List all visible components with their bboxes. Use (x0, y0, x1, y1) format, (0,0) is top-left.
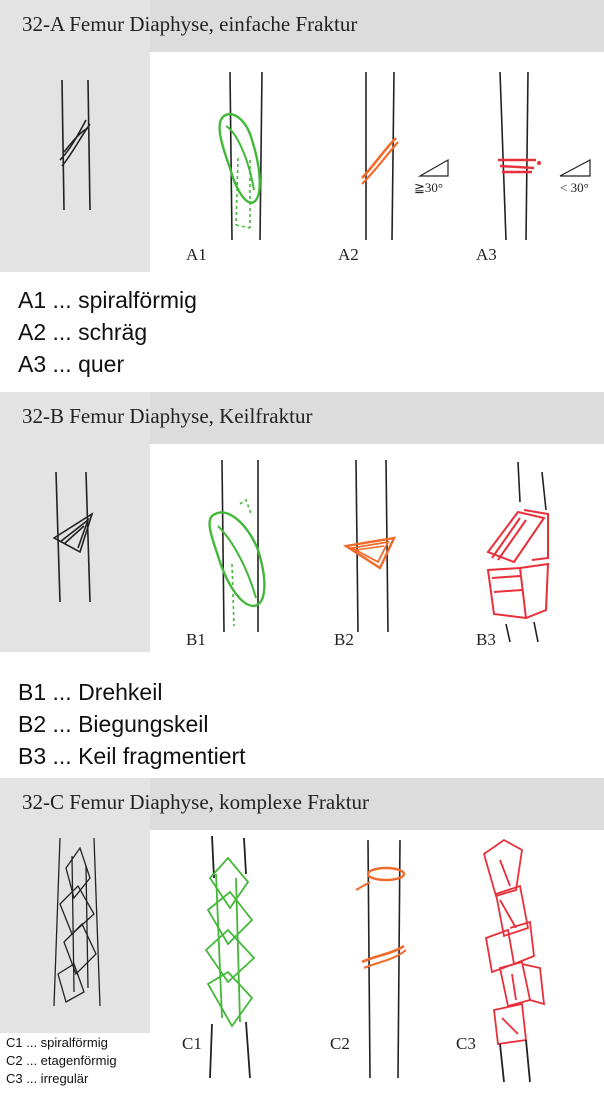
a2-figure (362, 72, 398, 240)
angle-label-a2: ≧30° (414, 180, 443, 196)
figure-label-c3: C3 (456, 1034, 476, 1054)
figure-label-a1: A1 (186, 245, 207, 265)
legend-c1: C1 ... spiralförmig (6, 1034, 108, 1051)
section-c: 32-C Femur Diaphyse, komplexe Fraktur (0, 778, 604, 1093)
c2-figure (356, 840, 406, 1078)
figure-label-b2: B2 (334, 630, 354, 650)
legend-b3: B3 ... Keil fragmentiert (18, 740, 246, 772)
legend-c3: C3 ... irregulär (6, 1070, 88, 1087)
a2-angle-icon (420, 160, 448, 176)
legend-a1: A1 ... spiralförmig (18, 284, 197, 316)
figure-label-c1: C1 (182, 1034, 202, 1054)
section-b-drawings (0, 392, 604, 672)
a1-figure (220, 72, 262, 240)
angle-label-a3: < 30° (560, 180, 589, 196)
legend-a3: A3 ... quer (18, 348, 124, 380)
legend-b1: B1 ... Drehkeil (18, 676, 162, 708)
figure-label-b1: B1 (186, 630, 206, 650)
section-a-drawings (0, 0, 604, 272)
overview-bone-b (54, 472, 92, 602)
overview-bone-a (60, 80, 90, 210)
b3-figure (488, 462, 548, 642)
section-a: 32-A Femur Diaphyse, einfache Fraktur (0, 0, 604, 272)
figure-label-b3: B3 (476, 630, 496, 650)
a3-figure (498, 72, 541, 240)
figure-label-a2: A2 (338, 245, 359, 265)
c3-figure (484, 840, 544, 1082)
a3-angle-icon (560, 160, 590, 176)
figure-label-a3: A3 (476, 245, 497, 265)
b1-figure (210, 460, 265, 632)
b2-figure (346, 460, 394, 632)
overview-bone-c (54, 838, 100, 1006)
legend-a2: A2 ... schräg (18, 316, 147, 348)
figure-label-c2: C2 (330, 1034, 350, 1054)
section-b: 32-B Femur Diaphyse, Keilfraktur (0, 392, 604, 672)
legend-c2: C2 ... etagenförmig (6, 1052, 117, 1069)
c1-figure (206, 836, 254, 1078)
legend-b2: B2 ... Biegungskeil (18, 708, 209, 740)
